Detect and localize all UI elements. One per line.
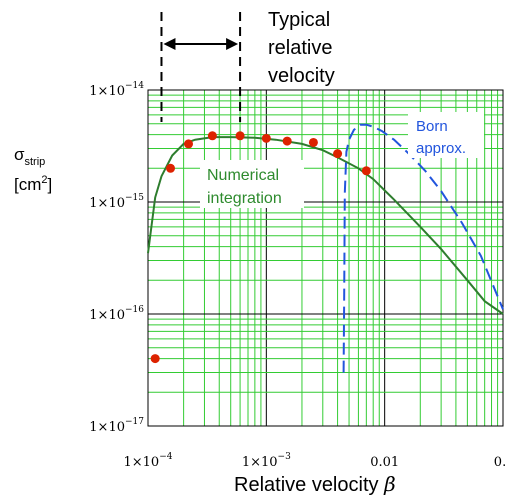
data-point	[261, 133, 271, 143]
born-label-box	[408, 112, 484, 158]
x-tick-label: 0.	[494, 455, 506, 470]
y-axis-unit-close: ]	[48, 175, 53, 194]
x-tick-label: 1×10−3	[242, 452, 291, 470]
x-tick-label: 1×10−4	[124, 452, 173, 470]
x-axis-label-text: Relative velocity	[234, 474, 384, 496]
plot-frame	[147, 89, 504, 427]
typical-arrow-right-head	[226, 38, 239, 50]
x-tick-base: 0.	[494, 455, 506, 470]
y-tick-base: 1×10	[89, 84, 125, 99]
data-point	[333, 149, 343, 159]
x-tick-base: 1×10	[242, 455, 278, 470]
data-point	[282, 136, 292, 146]
y-tick-label: 1×10−17	[89, 417, 144, 435]
y-tick-base: 1×10	[89, 420, 125, 435]
y-tick-exponent: −16	[125, 305, 144, 315]
x-tick-base: 1×10	[124, 455, 160, 470]
y-tick-exponent: −17	[125, 417, 144, 427]
x-axis-label-symbol: β	[383, 472, 396, 496]
typical-label-line3: velocity	[268, 65, 335, 87]
data-point	[150, 354, 160, 364]
x-tick-base: 0.01	[370, 455, 399, 470]
typical-velocity-marker	[160, 12, 242, 122]
y-tick-exponent: −14	[125, 81, 144, 91]
y-axis-label: σstrip	[14, 145, 45, 168]
data-points	[150, 131, 371, 364]
data-point	[235, 131, 245, 141]
typical-label-line2: relative	[268, 37, 332, 59]
y-tick-label: 1×10−16	[89, 305, 144, 323]
y-axis-label-main: σ	[14, 145, 25, 164]
x-tick-label: 0.01	[370, 455, 399, 470]
born-approx-line	[342, 123, 504, 373]
typical-arrow-left-head	[163, 38, 176, 50]
y-tick-label: 1×10−14	[89, 81, 144, 99]
y-tick-base: 1×10	[89, 196, 125, 211]
numerical-integration-line	[147, 136, 504, 315]
y-tick-base: 1×10	[89, 308, 125, 323]
x-tick-exponent: −4	[159, 452, 173, 462]
curves	[147, 123, 504, 373]
y-axis-label-sub: strip	[25, 156, 46, 168]
y-axis-unit-sup: 2	[41, 174, 47, 186]
data-point	[308, 137, 318, 147]
y-tick-label: 1×10−15	[89, 193, 144, 211]
typical-label-line1: Typical	[268, 9, 330, 31]
y-axis-unit-open: [cm	[14, 175, 41, 194]
born-label-line1: Born	[416, 118, 448, 135]
x-tick-exponent: −3	[278, 452, 292, 462]
data-point	[184, 139, 194, 149]
x-axis-label: Relative velocity β	[234, 472, 396, 496]
numerical-label-box	[200, 160, 304, 208]
grid	[147, 90, 503, 427]
born-label-line2: approx.	[416, 140, 466, 157]
y-tick-labels: 1×10−171×10−161×10−151×10−14	[89, 81, 144, 435]
data-point	[207, 131, 217, 141]
data-point	[361, 166, 371, 176]
y-tick-exponent: −15	[125, 193, 144, 203]
y-axis-unit: [cm2]	[14, 174, 52, 194]
numerical-label-line1: Numerical	[207, 167, 279, 184]
numerical-label-line2: integration	[207, 190, 282, 207]
data-point	[166, 163, 176, 173]
